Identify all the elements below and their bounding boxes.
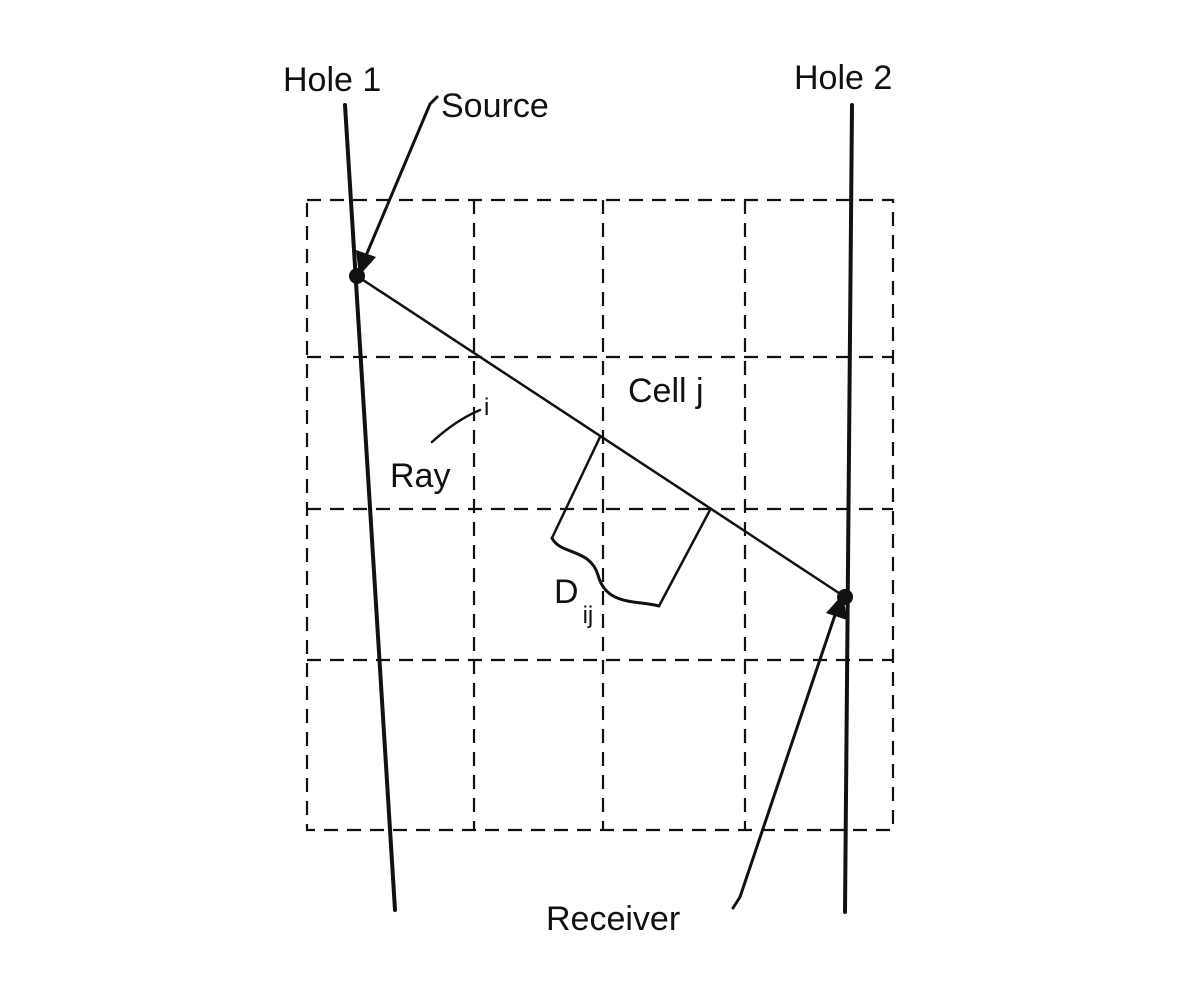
cell-label: Cell j <box>628 372 704 410</box>
source-label: Source <box>441 87 549 125</box>
source-arrow <box>356 95 439 276</box>
hole-2-line <box>843 103 854 914</box>
hole-1-line <box>343 103 397 912</box>
segment-label-main: D <box>554 573 579 611</box>
hole-1-label: Hole 1 <box>283 61 381 99</box>
ray-label: Ray <box>390 457 450 495</box>
segment-bracket <box>550 435 712 608</box>
segment-label-sub: ij <box>583 602 594 629</box>
ray-leader <box>430 408 482 444</box>
receiver-arrow <box>731 594 847 910</box>
cell-grid <box>305 198 895 832</box>
hole-2-label: Hole 2 <box>794 59 892 97</box>
grid-border <box>305 198 895 832</box>
segment-label: D ij <box>554 573 593 629</box>
receiver-label: Receiver <box>546 900 680 938</box>
ray-index-label: i <box>484 394 489 421</box>
